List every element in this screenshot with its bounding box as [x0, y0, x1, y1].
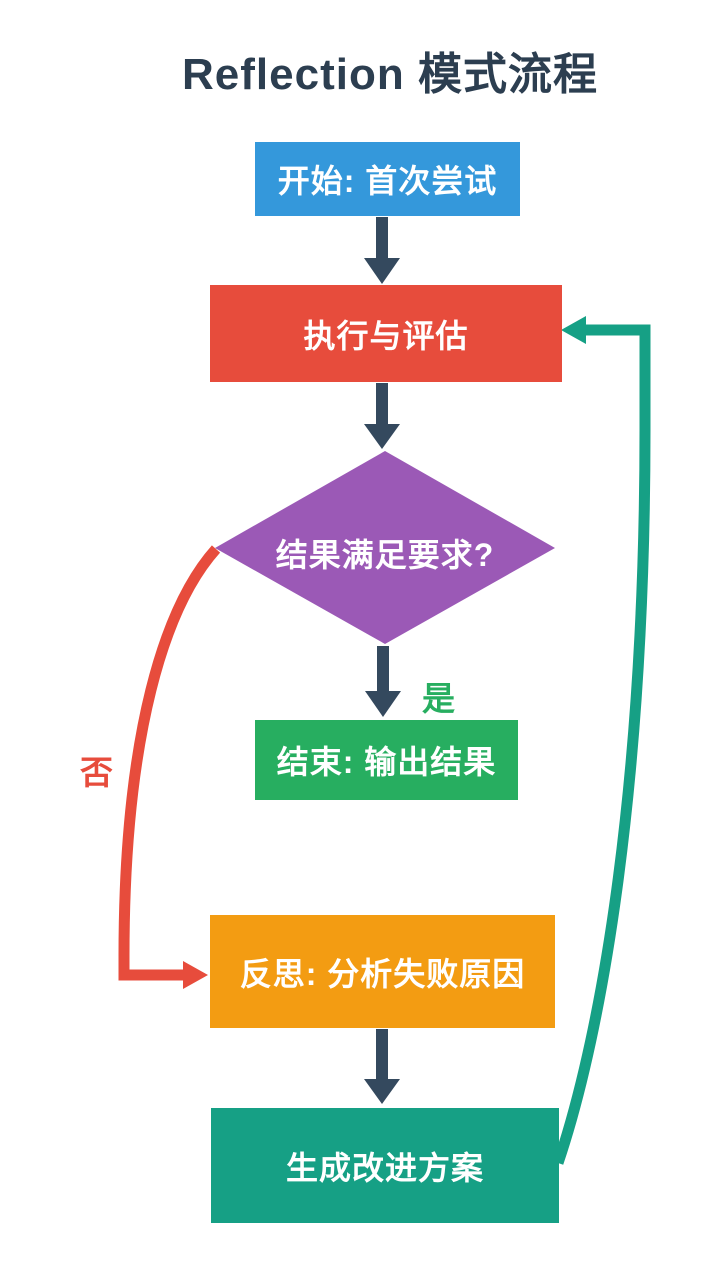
- edge-no-branch-head: [183, 961, 208, 989]
- edge-label-yes: 是: [422, 680, 455, 717]
- page-title: Reflection 模式流程: [182, 50, 598, 99]
- node-reflect-label: 反思: 分析失败原因: [239, 955, 526, 992]
- node-improve-label: 生成改进方案: [285, 1149, 484, 1186]
- node-finish-label: 结束: 输出结果: [276, 744, 497, 780]
- node-execute: 执行与评估: [210, 285, 562, 382]
- arrow-reflect-to-improve-head: [364, 1079, 400, 1104]
- arrow-decision-to-finish-head: [365, 691, 401, 717]
- arrow-start-to-execute-head: [364, 258, 400, 284]
- node-decision-label: 结果满足要求?: [275, 537, 495, 573]
- node-finish: 结束: 输出结果: [255, 720, 518, 800]
- edge-loop-back-head: [561, 316, 586, 344]
- node-execute-label: 执行与评估: [303, 317, 469, 354]
- edge-no-branch: [118, 545, 221, 981]
- node-start: 开始: 首次尝试: [255, 142, 520, 216]
- node-improve: 生成改进方案: [211, 1108, 559, 1223]
- edge-label-no: 否: [80, 754, 113, 791]
- edge-loop-back: [552, 324, 651, 1165]
- node-start-label: 开始: 首次尝试: [277, 163, 498, 199]
- node-reflect: 反思: 分析失败原因: [210, 915, 555, 1028]
- decision-diamond-shape: [215, 451, 555, 644]
- arrow-execute-to-decision-head: [364, 424, 400, 449]
